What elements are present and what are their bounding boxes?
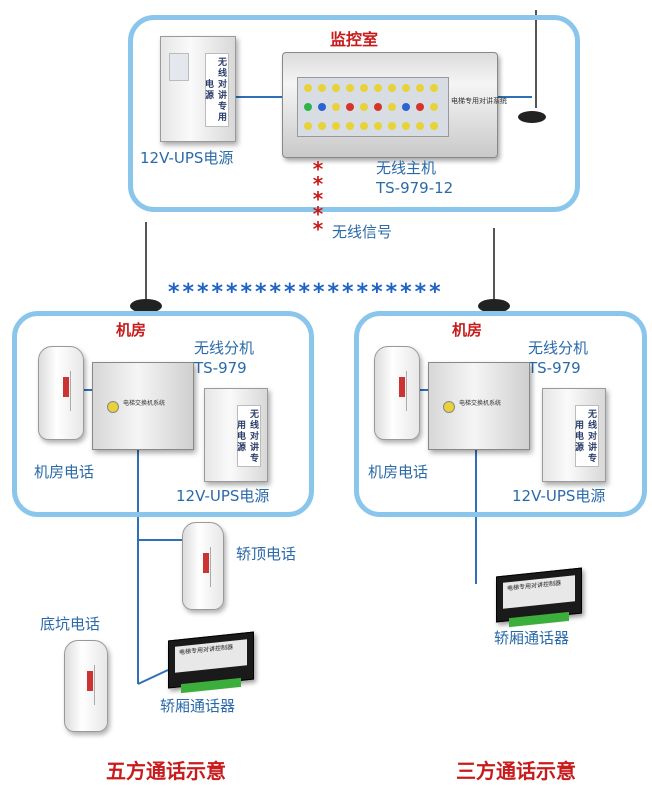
slave-right-panel-text: 电梯交换机系统 <box>459 400 502 407</box>
slave-left-name: 无线分机 <box>194 339 255 357</box>
car-intercom-right-label: 轿厢通话器 <box>494 629 570 647</box>
monitor-room-frame <box>128 15 580 212</box>
ups-power-right: 无线对讲专用电源 <box>542 388 606 482</box>
pit-phone-label: 底坑电话 <box>40 615 101 633</box>
antenna-top-base-icon <box>518 111 546 123</box>
host-model-label: TS-979-12 <box>376 179 454 197</box>
wire-to-car-intercom-left <box>137 669 169 685</box>
ups-left-label: 12V-UPS电源 <box>176 487 270 505</box>
signal-stars-horizontal: ******************* <box>168 280 444 305</box>
slave-right-model: TS-979 <box>528 359 581 377</box>
antenna-left-base-icon <box>130 299 162 313</box>
ups-power-left: 无线对讲专用电源 <box>204 388 268 482</box>
phone-badge <box>63 377 69 397</box>
phone-keys <box>94 665 101 705</box>
antenna-right-base-icon <box>478 299 510 313</box>
wireless-slave-right: 电梯交换机系统 <box>428 362 530 450</box>
car-intercom-left: 电梯专用对讲控制器 <box>168 631 254 694</box>
intercom-left-text: 电梯专用对讲控制器 <box>179 643 234 657</box>
phone-keys <box>210 547 217 587</box>
car-top-phone <box>182 522 224 610</box>
slave-left-model: TS-979 <box>194 359 247 377</box>
wireless-signal-label: 无线信号 <box>332 223 393 241</box>
car-intercom-left-label: 轿厢通话器 <box>160 697 236 715</box>
intercom-right-text: 电梯专用对讲控制器 <box>507 579 562 593</box>
host-button-panel <box>297 77 449 137</box>
machine-room-left-frame <box>12 311 314 517</box>
ups-top-label: 12V-UPS电源 <box>140 149 234 167</box>
slave-button-icon <box>443 401 455 413</box>
slave-right-name: 无线分机 <box>528 339 589 357</box>
ups-strip-text: 无线对讲专用电源 <box>203 53 229 127</box>
phone-keys <box>406 371 413 411</box>
machine-phone-right-label: 机房电话 <box>368 463 429 481</box>
phone-keys <box>70 371 77 411</box>
machine-room-phone-left <box>38 346 84 440</box>
pit-phone <box>64 640 108 732</box>
three-way-title: 三方通话示意 <box>456 759 576 783</box>
machine-room-right-title: 机房 <box>452 321 483 339</box>
slave-left-panel-text: 电梯交换机系统 <box>123 400 166 407</box>
host-buttons-icon <box>304 84 438 130</box>
car-intercom-right: 电梯专用对讲控制器 <box>496 567 582 628</box>
ups-sticker <box>169 53 189 81</box>
ups-right-strip: 无线对讲专用电源 <box>573 405 599 467</box>
machine-room-right-frame <box>354 311 647 517</box>
slave-button-icon <box>107 401 119 413</box>
machine-room-left-title: 机房 <box>116 321 147 339</box>
wireless-host-unit: 电梯专用对讲系统 <box>282 52 507 158</box>
phone-badge <box>399 377 405 397</box>
car-top-phone-label: 轿顶电话 <box>236 545 297 563</box>
ups-right-label: 12V-UPS电源 <box>512 487 606 505</box>
signal-stars-vertical: ***** <box>312 157 324 241</box>
phone-badge <box>203 553 209 573</box>
monitor-room-title: 监控室 <box>330 30 379 49</box>
machine-room-phone-right <box>374 346 420 440</box>
host-name-label: 无线主机 <box>376 159 437 177</box>
phone-badge <box>87 671 93 691</box>
ups-left-strip: 无线对讲专用电源 <box>235 405 261 467</box>
intercom-plate: 电梯专用对讲控制器 <box>503 575 575 609</box>
machine-phone-left-label: 机房电话 <box>34 463 95 481</box>
ups-power-top: 无线对讲专用电源 <box>160 36 236 142</box>
host-panel-text: 电梯专用对讲系统 <box>451 97 507 105</box>
five-way-title: 五方通话示意 <box>106 759 226 783</box>
intercom-plate: 电梯专用对讲控制器 <box>175 639 247 673</box>
wireless-slave-left: 电梯交换机系统 <box>92 362 194 450</box>
